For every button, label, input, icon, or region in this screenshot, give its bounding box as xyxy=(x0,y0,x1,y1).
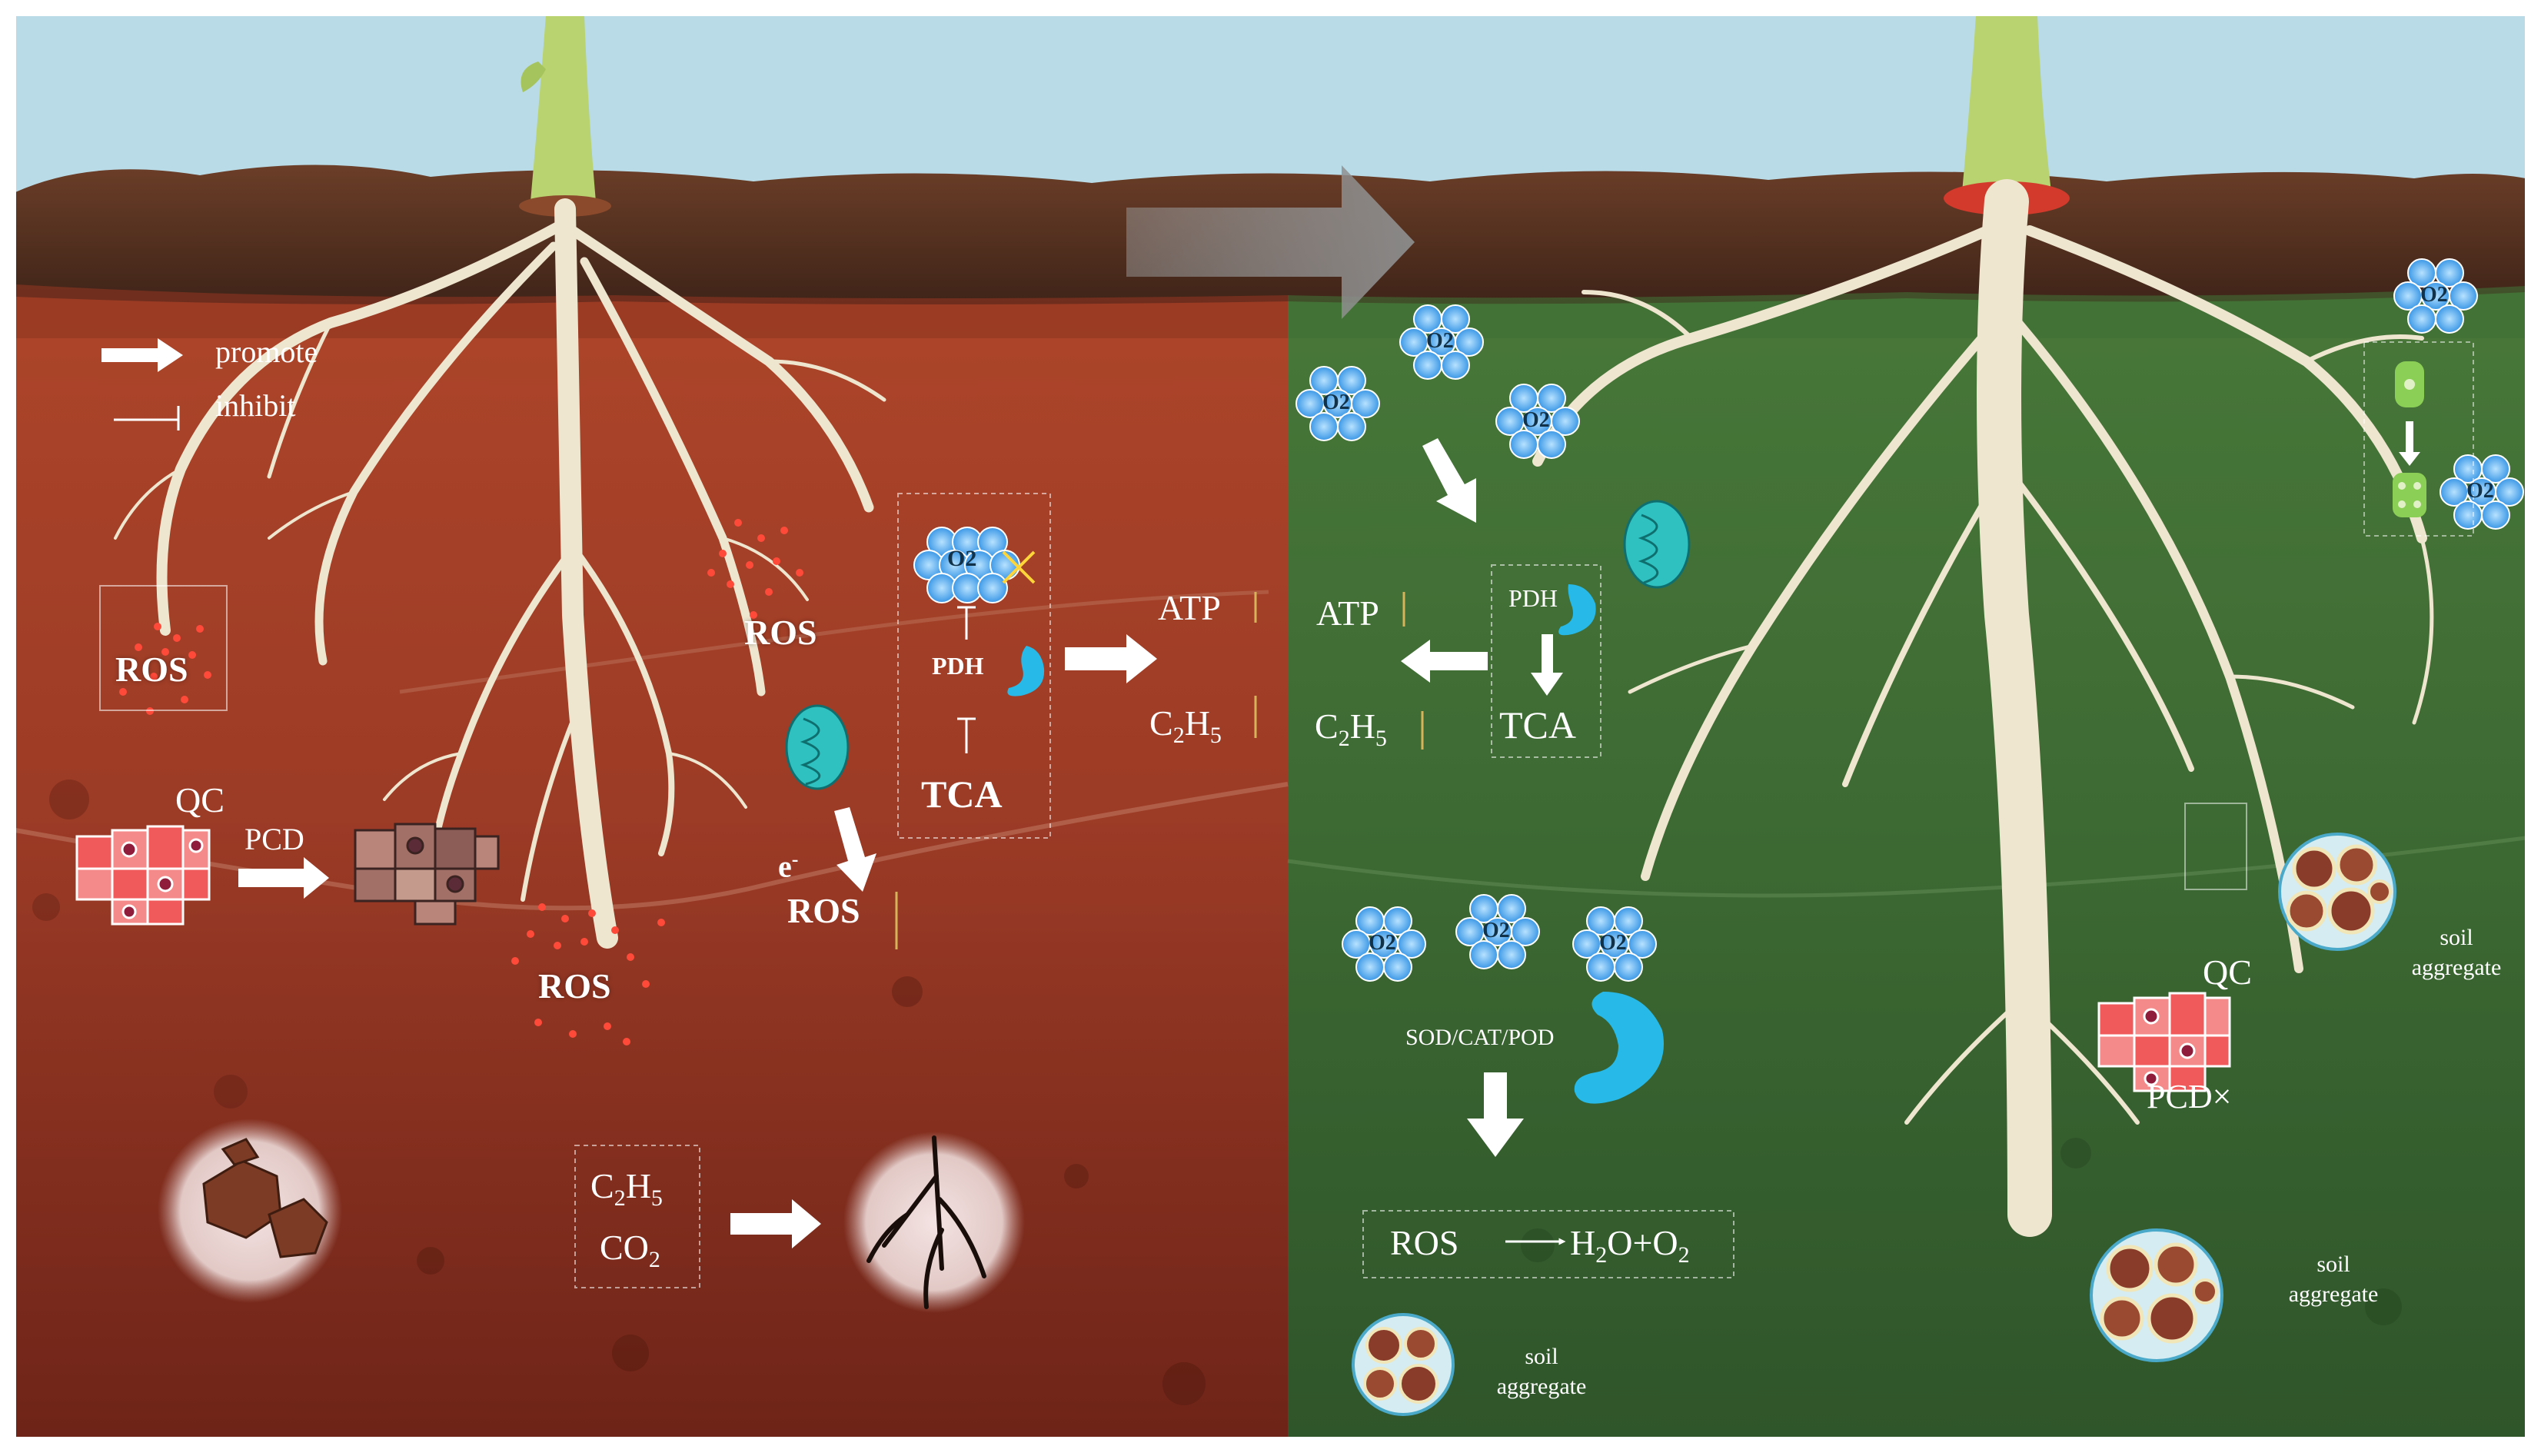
pcd-label-right: PCD× xyxy=(2147,1080,2231,1114)
ros-mid-label: ROS xyxy=(744,615,817,650)
o2-label-left: O2 xyxy=(947,547,976,570)
soil-aggregate-label: soil aggregate xyxy=(2280,1249,2387,1309)
gas-c2h5-label: C2H5 xyxy=(590,1168,663,1210)
o2-label-right: O2 xyxy=(2420,284,2448,306)
pcd-label: PCD xyxy=(244,824,304,855)
o2-label-right: O2 xyxy=(1482,920,1510,942)
mitochondrion-left xyxy=(787,706,848,789)
o2-label-right: O2 xyxy=(1599,932,1627,954)
o2-label-right: O2 xyxy=(2466,480,2494,502)
legend-promote-label: promote xyxy=(215,337,318,367)
soil-aggregate-icon xyxy=(2091,1230,2222,1361)
o2-label-right: O2 xyxy=(1522,410,1550,431)
atp-label-left: ATP xyxy=(1158,590,1221,626)
qc-label-right: QC xyxy=(2203,955,2252,990)
soil-aggregate-label: soil aggregate xyxy=(1488,1341,1595,1401)
right-stem xyxy=(1962,15,2051,192)
products-label: H2O+O2 xyxy=(1570,1225,1690,1267)
enzymes-label: SOD/CAT/POD xyxy=(1405,1026,1554,1049)
atp-label-right: ATP xyxy=(1316,596,1379,631)
pdh-label-right: PDH xyxy=(1508,586,1558,610)
qc-label-left: QC xyxy=(175,783,224,818)
soil-aggregate-label: soil aggregate xyxy=(2403,922,2510,982)
gas-co2-label: CO2 xyxy=(600,1230,660,1272)
o2-label-right: O2 xyxy=(1322,392,1350,414)
ros-box-label: ROS xyxy=(115,652,188,687)
c2h5-label-left: C2H5 xyxy=(1149,706,1222,747)
soil-aggregate-icon xyxy=(1353,1315,1453,1414)
mitochondrion-right xyxy=(1625,501,1689,587)
c2h5-label-right: C2H5 xyxy=(1315,709,1387,750)
ros-label-right: ROS xyxy=(1390,1225,1458,1261)
legend-inhibit-label: inhibit xyxy=(215,391,295,421)
tca-label-left: TCA xyxy=(921,775,1003,813)
electron-label: e- xyxy=(778,849,798,882)
sky xyxy=(15,15,2526,192)
o2-label-right: O2 xyxy=(1426,331,1454,352)
pdh-label-left: PDH xyxy=(932,653,984,678)
ros-bottom-label: ROS xyxy=(538,969,611,1004)
ros-mito-label: ROS xyxy=(787,893,860,929)
soil-aggregate-icon xyxy=(2280,834,2395,949)
tca-label-right: TCA xyxy=(1499,706,1576,744)
o2-label-right: O2 xyxy=(1369,932,1396,954)
